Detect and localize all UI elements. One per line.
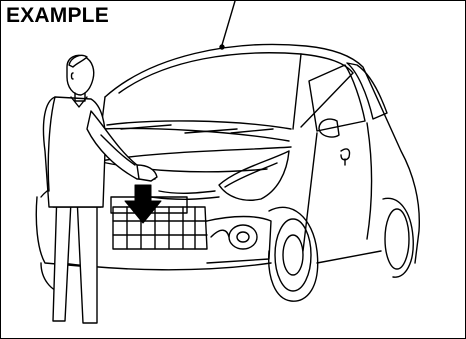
pointer-line <box>220 1 235 49</box>
